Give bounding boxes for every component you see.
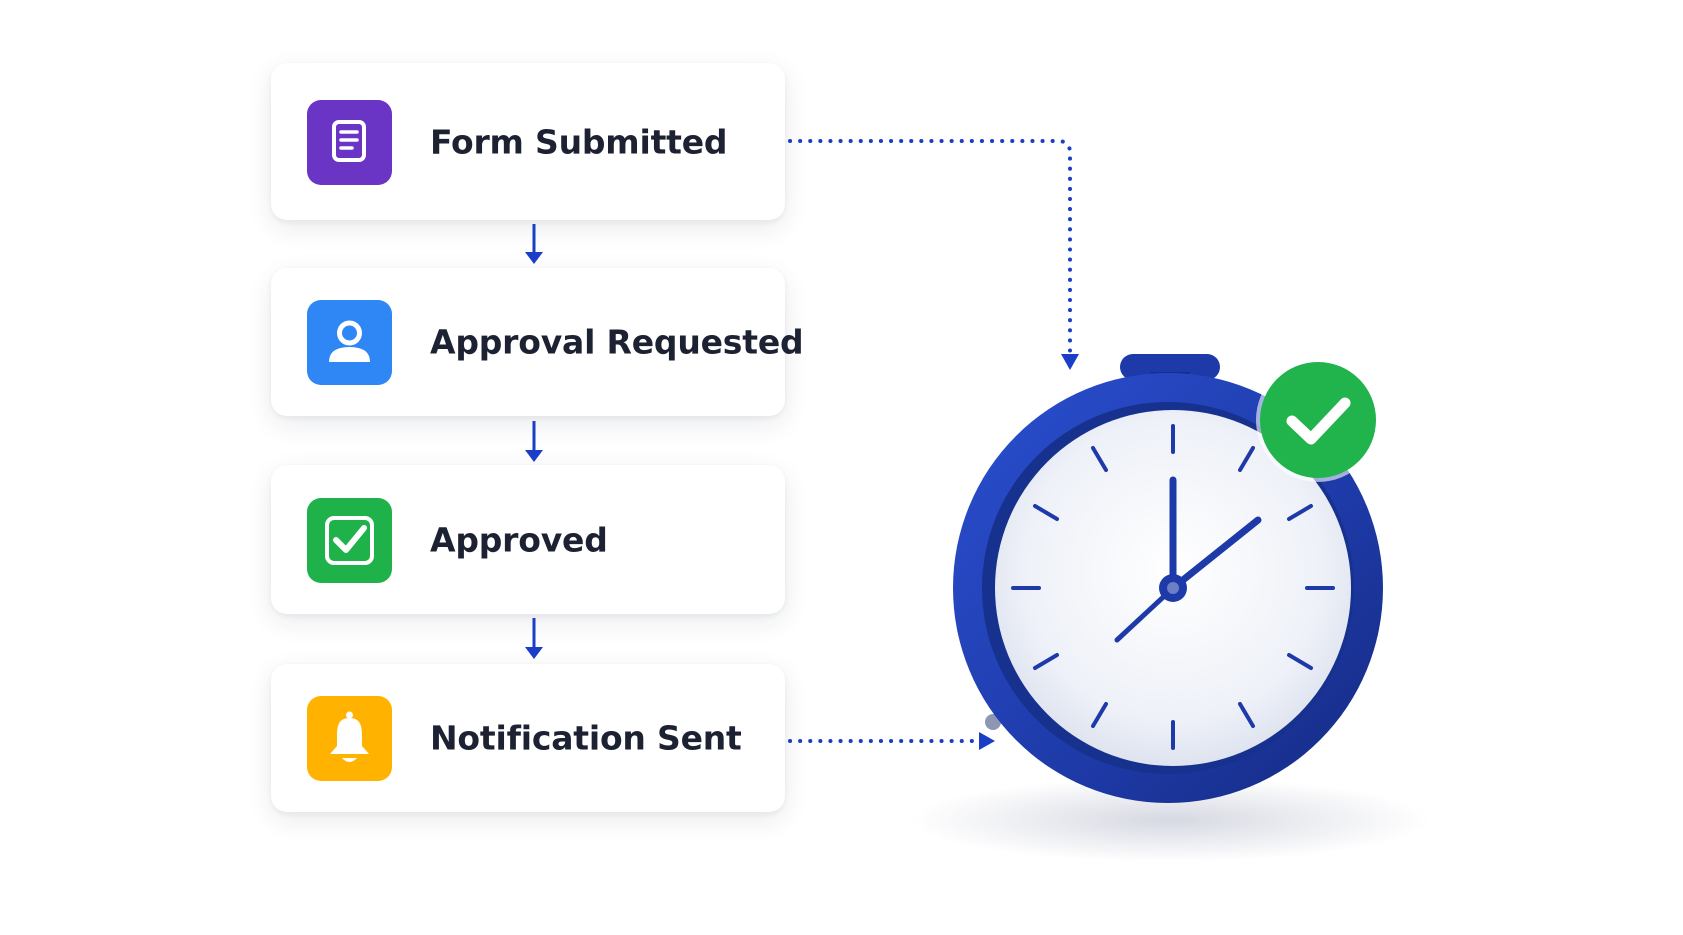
dotted-connector-bottom bbox=[788, 732, 995, 750]
arrow-down-3 bbox=[525, 618, 543, 659]
stopwatch-icon bbox=[910, 354, 1430, 862]
checkbox-icon bbox=[307, 497, 392, 583]
check-badge-icon bbox=[1256, 358, 1380, 482]
step-label: Form Submitted bbox=[430, 122, 728, 161]
step-label: Approval Requested bbox=[430, 322, 804, 362]
user-icon bbox=[307, 300, 392, 385]
step-label: Notification Sent bbox=[430, 718, 742, 758]
arrow-down-1 bbox=[525, 224, 543, 264]
step-card-form-submitted: Form Submitted bbox=[271, 63, 785, 220]
step-card-notification-sent: Notification Sent bbox=[271, 664, 785, 812]
step-card-approval-requested: Approval Requested bbox=[271, 268, 804, 416]
step-label: Approved bbox=[430, 520, 608, 559]
arrow-down-2 bbox=[525, 421, 543, 462]
dotted-connector-top bbox=[788, 139, 1079, 370]
bell-icon bbox=[307, 696, 392, 781]
step-card-approved: Approved bbox=[271, 465, 785, 614]
document-icon bbox=[307, 99, 392, 185]
